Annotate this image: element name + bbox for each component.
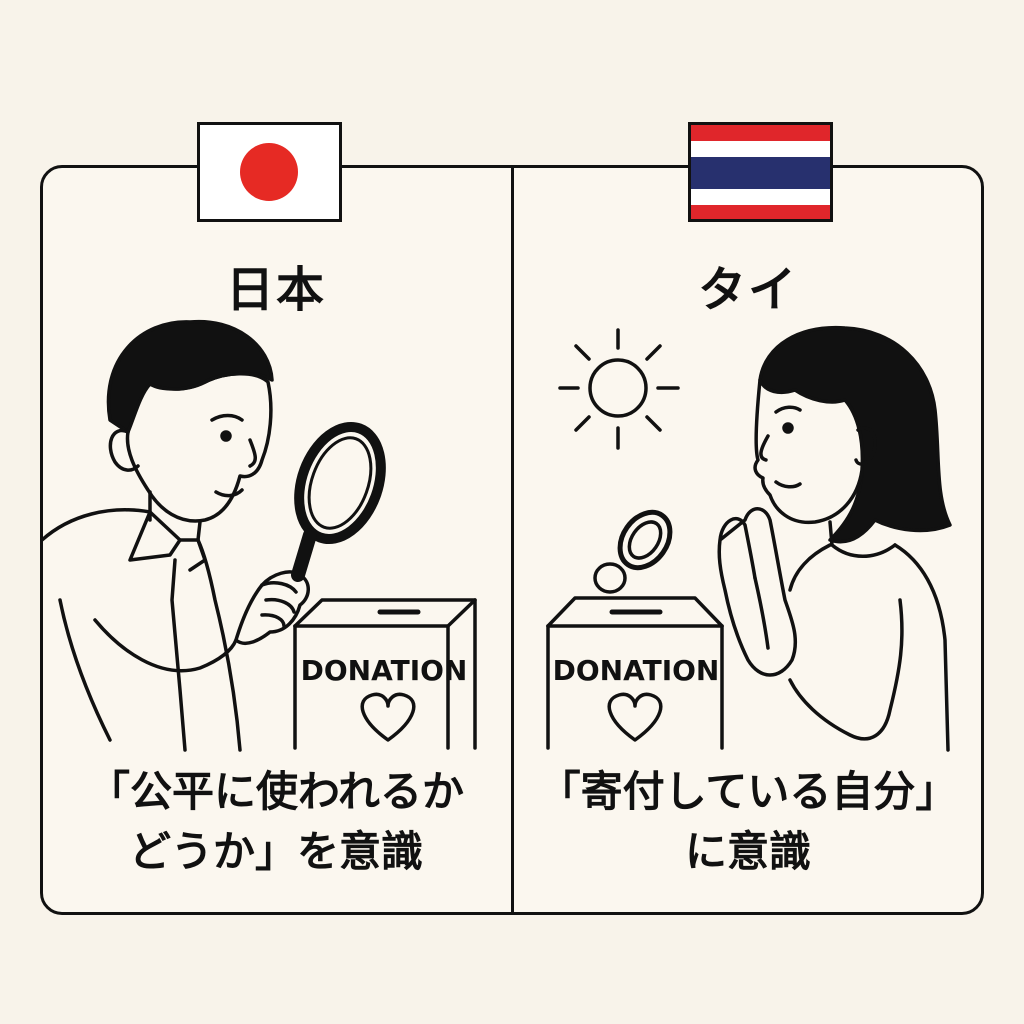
thai-flag-red-band-top [691,125,830,141]
thai-flag-white-band-top [691,141,830,157]
country-title-thailand: タイ [697,262,798,318]
caption-japan: 「公平に使われるか どうか」を意識 [44,762,508,882]
caption-japan-line-1: 「公平に使われるか [88,767,464,816]
caption-thailand: 「寄付している自分」 に意識 [516,762,980,882]
caption-thailand-line-2: に意識 [684,827,811,876]
thai-flag-white-band-bottom [691,189,830,205]
panel-divider [511,165,514,915]
thailand-flag-icon [688,122,833,222]
caption-japan-line-2: どうか」を意識 [128,827,423,876]
japan-flag-icon [197,122,342,222]
thai-flag-blue-band [691,157,830,189]
thai-flag-red-band-bottom [691,205,830,219]
caption-thailand-line-1: 「寄付している自分」 [538,767,958,816]
japan-flag-sun [240,143,298,201]
country-title-japan: 日本 [225,262,326,318]
